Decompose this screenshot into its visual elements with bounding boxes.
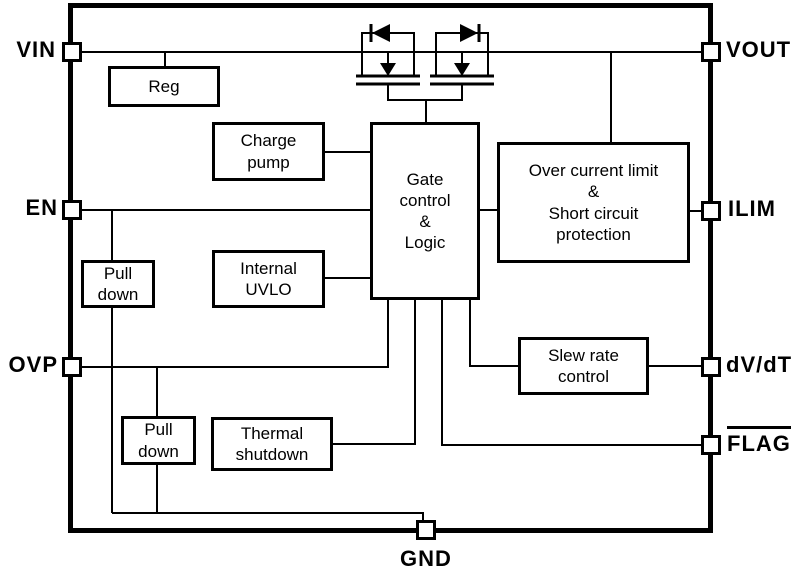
- block-pull-down-en: Pull down: [81, 260, 155, 308]
- fet-arrow-icon: [380, 63, 396, 76]
- wire-common-gate: [387, 84, 463, 122]
- pin-label-gnd: GND: [400, 546, 452, 571]
- diode-triangle-icon: [372, 24, 390, 42]
- wire-gate-to-slew: [469, 300, 518, 367]
- pin-pad-dvdt: [701, 357, 721, 377]
- pin-pad-en: [62, 200, 82, 220]
- pin-pad-vin: [62, 42, 82, 62]
- block-gate-control-logic: Gate control & Logic: [370, 122, 480, 300]
- pin-pad-gnd: [416, 520, 436, 540]
- pin-label-vout: VOUT: [726, 37, 792, 62]
- block-over-current-protection: Over current limit & Short circuit prote…: [497, 142, 690, 263]
- block-internal-uvlo: Internal UVLO: [212, 250, 325, 308]
- fet-legs: [435, 52, 489, 76]
- pin-pad-vout: [701, 42, 721, 62]
- fet-arrow-icon: [454, 63, 470, 76]
- flag-overline-text: FLAG: [727, 426, 791, 457]
- pin-pad-ilim: [701, 201, 721, 221]
- wire-thermal-to-gate: [333, 300, 416, 445]
- pass-fet-left: [356, 24, 420, 86]
- pin-label-flag: FLAG: [727, 426, 791, 457]
- block-pull-down-ovp: Pull down: [121, 416, 196, 465]
- pin-pad-ovp: [62, 357, 82, 377]
- pin-label-vin: VIN: [16, 37, 56, 62]
- block-slew-rate-control: Slew rate control: [518, 337, 649, 395]
- pin-pad-flag: [701, 435, 721, 455]
- pin-label-dvdt: dV/dT: [726, 352, 793, 377]
- block-thermal-shutdown: Thermal shutdown: [211, 417, 333, 471]
- wire-ground-rail: [112, 512, 424, 521]
- fet-legs: [361, 52, 415, 76]
- chip-outline: [68, 3, 713, 533]
- wire-flag-line: [441, 300, 702, 446]
- pin-label-ilim: ILIM: [728, 196, 776, 221]
- pin-label-ovp: OVP: [8, 352, 58, 377]
- diode-triangle-icon: [460, 24, 478, 42]
- block-charge-pump: Charge pump: [212, 122, 325, 181]
- wire-ovp-line: [82, 300, 389, 368]
- pin-label-en: EN: [25, 195, 58, 220]
- block-regulator: Reg: [108, 66, 220, 107]
- signal-wires: [82, 51, 702, 521]
- pass-fet-right: [430, 24, 494, 86]
